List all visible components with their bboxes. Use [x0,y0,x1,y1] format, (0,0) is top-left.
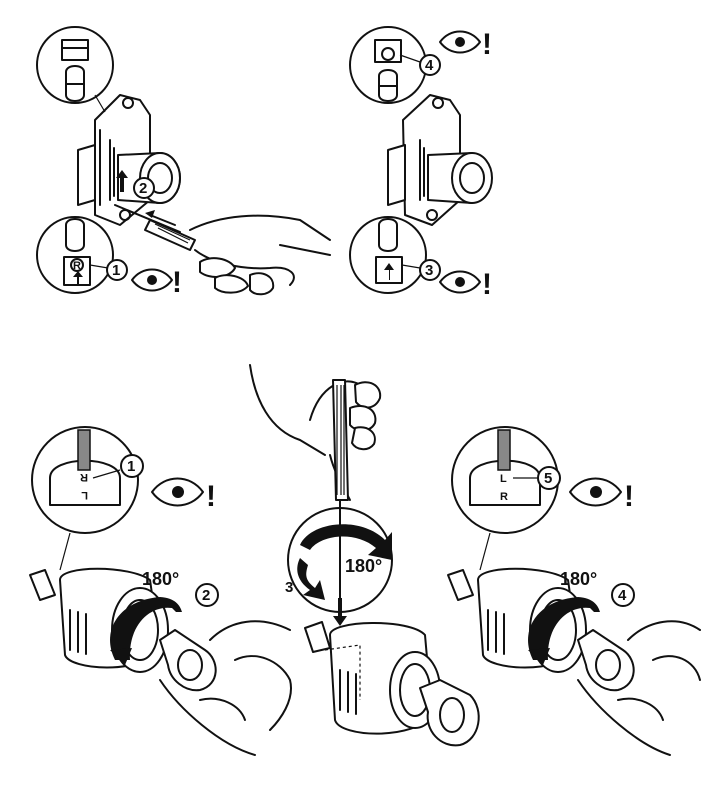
step-2-badge: 2 [195,583,219,607]
hand [159,620,292,756]
arrow-down-icon [333,598,347,626]
rotate-arrow-icon [110,597,182,665]
svg-text:5: 5 [544,470,552,487]
top-right-panel: 4 3 ! ! [349,26,493,301]
top-left-panel: R 1 2 ! [36,26,331,299]
step-3-label: 3 [285,579,293,596]
key [159,629,217,692]
detail-circle-top [36,26,114,113]
rotation-degrees: 180° [345,556,382,576]
lock-body [77,94,181,226]
key [419,679,480,747]
attention-mark: ! [206,480,216,513]
attention-mark: ! [172,266,182,299]
detail-circle: R L [31,426,139,571]
svg-text:R: R [500,491,508,503]
svg-text:L: L [81,489,88,501]
arrow-up-icon [116,170,128,192]
eye-icon [439,270,481,294]
lock-cylinder [304,621,441,735]
detail-circle: L R [451,426,559,571]
detail-circle-top [349,26,427,104]
step-3-badge: 3 [419,259,441,281]
rotation-circle [287,499,393,616]
step-1-badge: 1 [120,454,144,478]
svg-text:4: 4 [618,587,627,604]
key [577,629,635,692]
screwdriver [114,204,196,251]
attention-mark: ! [482,28,492,61]
svg-text:1: 1 [112,262,120,279]
eye-icon [151,477,204,507]
svg-text:1: 1 [127,458,135,475]
svg-text:2: 2 [202,587,210,604]
rotate-arrow-icon [528,597,600,665]
svg-text:3: 3 [425,262,433,279]
hand [249,364,382,501]
r-letter: R [73,260,81,272]
step-2-badge: 2 [133,177,155,199]
detail-circle-bottom [349,216,427,294]
detail-circle-bottom: R [36,216,114,294]
step-5-badge: 5 [537,466,561,490]
eye-icon [439,30,481,54]
rotation-degrees: 180° [142,569,179,589]
bottom-right-panel: L R 5 ! 180° 4 [447,426,701,756]
hand [189,214,331,296]
step-4-badge: 4 [419,54,441,76]
step-4-badge: 4 [611,583,635,607]
hand [577,620,701,756]
eye-icon [131,268,173,292]
attention-mark: ! [482,268,492,301]
svg-text:2: 2 [139,180,147,197]
svg-text:L: L [500,473,507,485]
bottom-left-panel: R L 1 ! 180° 2 [29,426,292,756]
lock-body [387,94,493,226]
svg-text:4: 4 [425,57,434,74]
rotation-degrees: 180° [560,569,597,589]
bottom-center-panel: 180° 3 [249,364,480,747]
svg-text:R: R [80,471,88,483]
eye-icon [569,477,622,507]
step-1-badge: 1 [106,259,128,281]
attention-mark: ! [624,480,634,513]
